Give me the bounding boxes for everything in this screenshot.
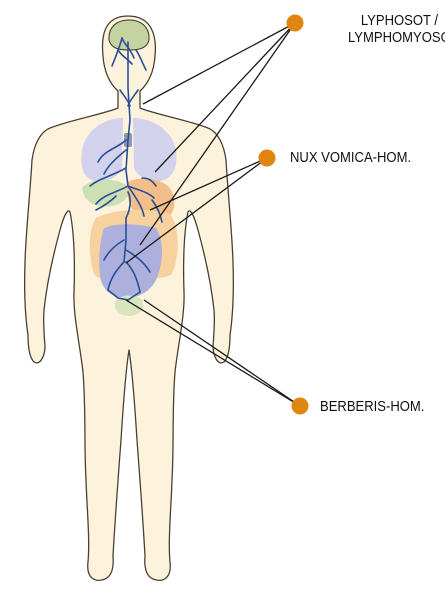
marker-lyphosot	[287, 15, 304, 32]
label-nux-vomica-text: NUX VOMICA-HOM.	[290, 150, 411, 166]
label-berberis: BERBERIS-HOM.	[320, 399, 424, 416]
marker-nux-vomica	[259, 150, 276, 167]
label-berberis-text: BERBERIS-HOM.	[320, 399, 424, 415]
brain	[109, 20, 149, 50]
label-lyphosot-line-2: LYMPHOMYOSOT	[348, 30, 438, 47]
label-lyphosot-line-1: LYPHOSOT /	[348, 13, 438, 30]
label-lyphosot: LYPHOSOT / LYMPHOMYOSOT	[348, 13, 438, 47]
connector-lyphosot-2	[143, 23, 295, 104]
thoracic-node	[124, 133, 132, 147]
connector-lyphosot-1	[155, 23, 295, 172]
marker-berberis	[292, 398, 309, 415]
label-nux-vomica: NUX VOMICA-HOM.	[290, 150, 411, 167]
